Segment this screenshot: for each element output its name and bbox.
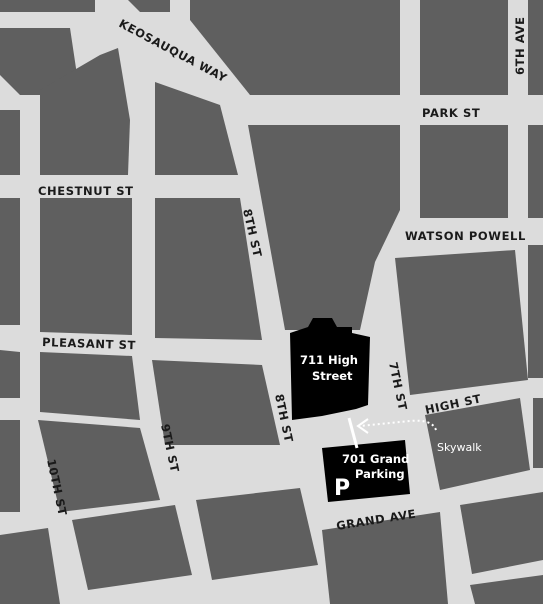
street-label-pleasant: PLEASANT ST [42, 335, 136, 352]
building-701-grand-parking-line1: 701 Grand [342, 452, 409, 466]
block [0, 528, 60, 604]
block [395, 250, 528, 395]
block [0, 0, 95, 12]
block [420, 125, 508, 218]
building-711-high-street-shape [290, 318, 370, 420]
block [0, 420, 20, 512]
block [128, 0, 170, 12]
street-label-6th: 6TH AVE [513, 16, 527, 75]
block [40, 48, 130, 175]
block [425, 398, 530, 490]
block [0, 198, 20, 325]
building-connector [347, 417, 359, 449]
block [40, 198, 132, 335]
block [38, 420, 160, 512]
building-711-high-street-line2: Street [312, 369, 353, 383]
building-711-high-street-line1: 711 High [300, 353, 358, 367]
block [533, 398, 543, 468]
block [155, 198, 262, 340]
block [528, 125, 543, 218]
building-701-grand-parking-shape [322, 440, 410, 502]
block [72, 505, 192, 590]
block [248, 125, 400, 330]
block [196, 488, 318, 580]
block [155, 82, 238, 175]
block [470, 575, 543, 604]
building-701-grand-parking: 701 Grand Parking P [322, 440, 410, 502]
block [322, 512, 448, 604]
block [528, 245, 543, 378]
block [460, 492, 543, 574]
block [0, 28, 80, 95]
street-label-chestnut: CHESTNUT ST [38, 184, 134, 198]
parking-icon: P [334, 476, 350, 501]
block [40, 352, 140, 420]
street-label-park: PARK ST [422, 106, 480, 120]
street-label-watson-powell: WATSON POWELL [405, 229, 526, 243]
skywalk-label: Skywalk [437, 441, 482, 454]
block [420, 0, 508, 95]
block [0, 350, 20, 398]
block [528, 0, 543, 95]
block [152, 360, 280, 445]
block [190, 0, 400, 95]
building-701-grand-parking-line2: Parking [355, 467, 405, 481]
building-711-high-street: 711 High Street [290, 318, 370, 420]
block [0, 110, 20, 175]
skywalk-arrow-icon [356, 418, 369, 434]
